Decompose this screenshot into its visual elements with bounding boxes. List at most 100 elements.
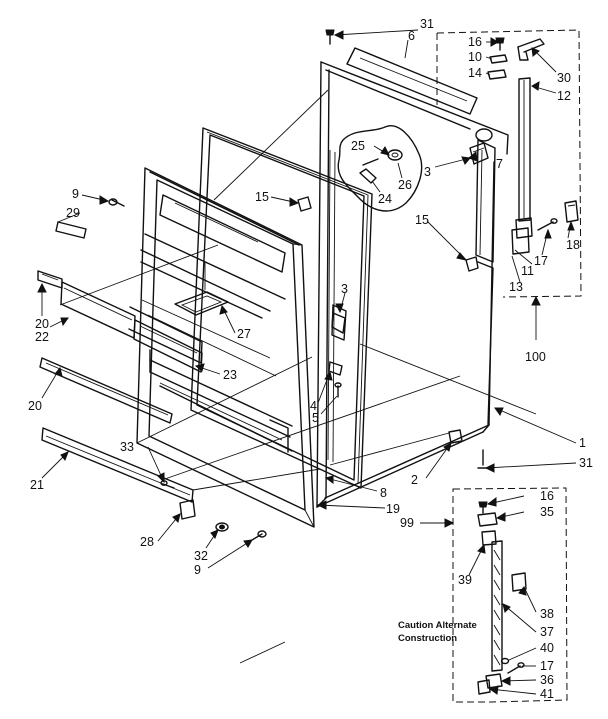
callout-7: 7 [496,157,503,171]
hinge-35 [477,512,498,527]
callout-20-lower: 20 [28,399,42,413]
callout-37: 37 [540,625,554,639]
assembly-99-boundary [452,487,568,703]
callout-17-lower: 17 [540,659,554,673]
callout-28: 28 [140,535,154,549]
callout-99: 99 [400,516,414,530]
washer-14 [487,69,507,80]
bracket-18 [564,200,579,223]
callout-35: 35 [540,505,554,519]
callout-15-left: 15 [255,190,269,204]
caution-note: Caution Alternate Construction [398,620,477,644]
door-gasket [190,127,373,489]
callout-30: 30 [557,71,571,85]
callout-16-top: 16 [468,35,482,49]
callout-31-lower: 31 [579,456,593,470]
top-door-trim [346,47,478,115]
callout-26: 26 [398,178,412,192]
callout-24: 24 [378,192,392,206]
door-shelf-23 [133,319,203,373]
callout-11: 11 [521,264,534,278]
arrowheads [37,30,575,695]
bottom-trim-strip [41,427,194,503]
callout-4: 4 [310,399,317,413]
callout-10: 10 [468,50,482,64]
outer-door-panel [316,61,509,508]
callout-39: 39 [458,573,472,587]
callout-31-top: 31 [420,17,434,31]
callout-32: 32 [194,549,208,563]
callout-25: 25 [351,139,365,153]
caution-note-line1: Caution Alternate [398,620,477,631]
screw-31-lower [477,449,489,469]
bushing-32 [215,522,229,532]
clip-insert-29 [55,221,87,239]
callout-18: 18 [566,238,580,252]
callout-27: 27 [237,327,251,341]
hinge-30 [517,38,545,61]
callout-1: 1 [579,436,586,450]
hinge-bracket-28 [179,499,196,520]
screw-17-lower [507,662,525,674]
assembly-100-boundary [436,29,582,298]
screw-17-upper [537,218,558,231]
spring-rod-37 [491,540,503,672]
hinge-block-11 [511,217,533,255]
caution-note-line2: Construction [398,633,457,644]
bracket-36 [485,673,503,689]
screw-9-lower [251,530,267,541]
insulation-cutaway [337,125,423,212]
callout-29: 29 [66,206,80,220]
callout-9-upper: 9 [72,187,79,201]
callout-38: 38 [540,607,554,621]
callout-2: 2 [411,473,418,487]
callout-5: 5 [312,411,319,425]
screw-31-top [325,29,335,45]
callout-17-upper: 17 [534,254,548,268]
callout-14: 14 [468,66,482,80]
shim-10 [489,54,508,64]
part-callouts: 31 6 16 10 14 30 12 7 25 26 24 3 15 18 1… [28,17,593,701]
bracket-15-left [297,196,312,212]
callout-6: 6 [408,29,415,43]
callout-20-upper: 20 [35,317,49,331]
hinge-bracket-3 [331,312,346,334]
callout-41: 41 [540,687,554,701]
shelf-end-cap-20-upper [37,270,63,289]
screw-16-lower [478,501,488,514]
door-shelf-bar [60,281,203,364]
hinge-bracket-4 [328,361,343,376]
callout-22: 22 [35,330,49,344]
shelf-trim-20 [39,357,173,424]
compartment-door [174,291,229,316]
callout-16-lower: 16 [540,489,554,503]
callout-15-right: 15 [415,213,429,227]
callout-3-left: 3 [341,282,348,296]
callout-40: 40 [540,641,554,655]
plate-38 [511,572,527,592]
callout-21: 21 [30,478,44,492]
callout-8: 8 [380,486,387,500]
callout-100: 100 [525,350,546,364]
pivot-41 [477,679,491,695]
callout-9-lower: 9 [194,563,201,577]
callout-23: 23 [223,368,237,382]
washer-40 [500,657,510,665]
callout-36: 36 [540,673,554,687]
hinge-7 [469,142,489,165]
callout-33: 33 [120,440,134,454]
door-stop-2 [448,429,463,444]
callout-3-right: 3 [424,165,431,179]
screw-9-upper [108,198,125,207]
hinge-pin-tube-12 [518,77,531,222]
callout-13: 13 [509,280,523,294]
bracket-15-right [465,256,479,272]
callout-12: 12 [557,89,571,103]
screw-16-top [495,37,505,51]
door-side-channel [475,128,496,426]
callout-19: 19 [386,502,400,516]
inner-door-liner [136,167,315,528]
screw-5 [334,382,342,398]
spacer-39 [481,530,497,546]
